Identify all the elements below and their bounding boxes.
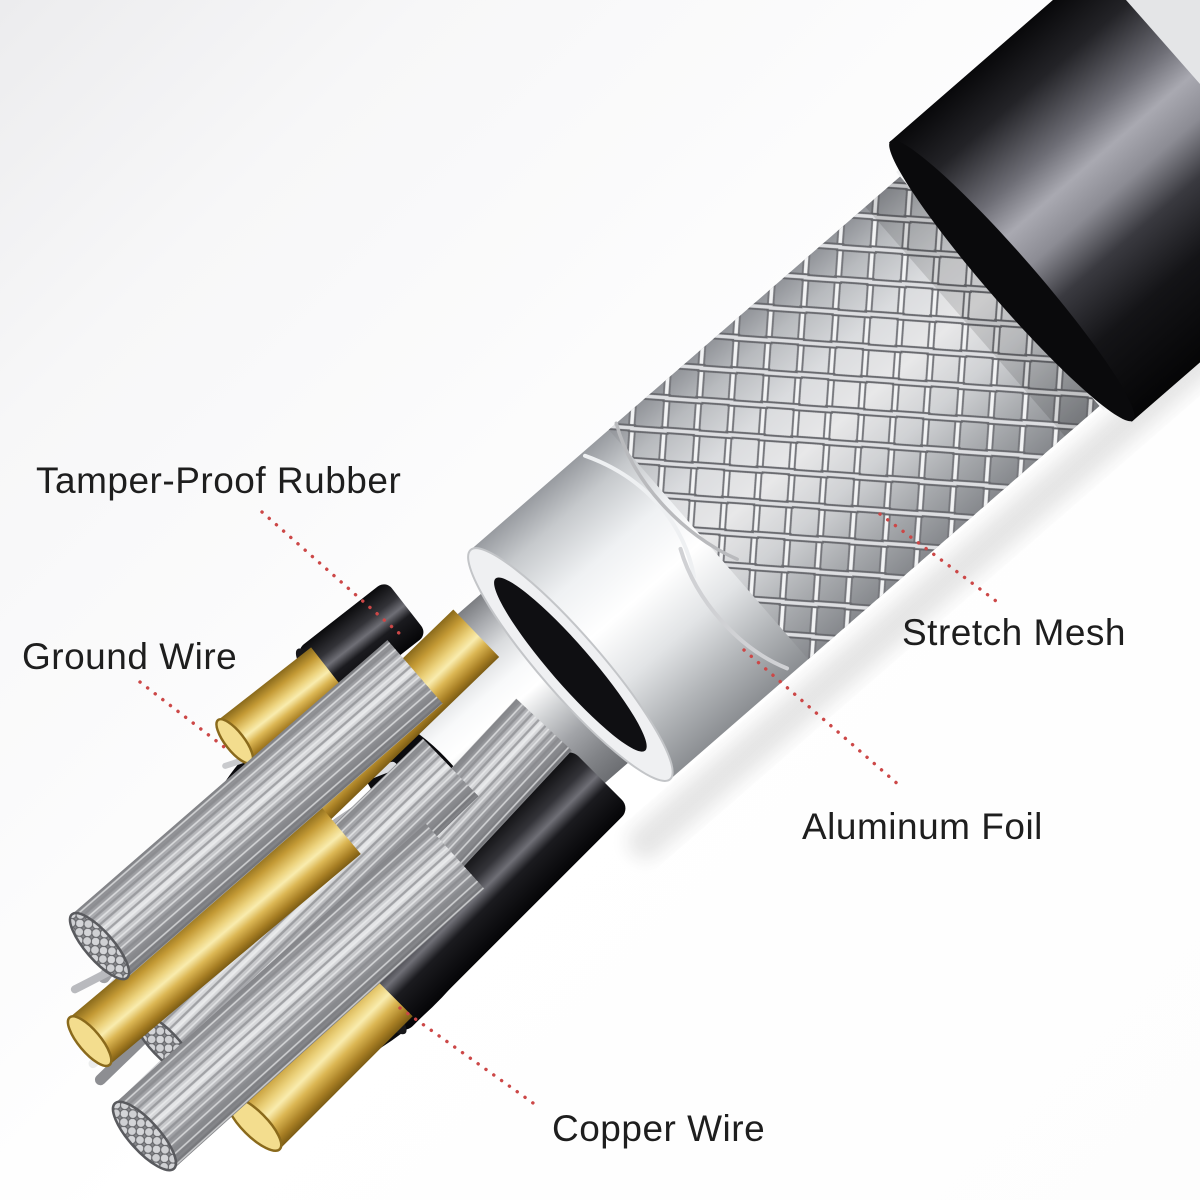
label-tamper-proof-rubber: Tamper-Proof Rubber bbox=[36, 460, 402, 501]
label-ground-wire: Ground Wire bbox=[22, 636, 238, 677]
corner-jacket-glimpse bbox=[1126, 0, 1200, 84]
copper-wire bbox=[226, 752, 626, 1152]
jacket-cut-edge bbox=[467, 547, 674, 782]
label-copper-wire: Copper Wire bbox=[552, 1108, 766, 1149]
leader-line-ground-wire bbox=[138, 680, 230, 752]
label-stretch-mesh: Stretch Mesh bbox=[902, 612, 1126, 653]
leader-line-tamper-proof-rubber bbox=[260, 510, 402, 636]
leader-line-aluminum-foil bbox=[742, 648, 902, 788]
mesh-frayed-wires bbox=[582, 421, 790, 671]
copper-wire-small bbox=[66, 806, 361, 1068]
label-aluminum-foil: Aluminum Foil bbox=[802, 806, 1043, 847]
leader-lines bbox=[138, 510, 1002, 1110]
leader-line-copper-wire bbox=[398, 1006, 542, 1110]
outer-black-sheath bbox=[888, 0, 1200, 422]
leader-line-stretch-mesh bbox=[878, 512, 1002, 606]
cable-shadow bbox=[628, 92, 1200, 860]
stranded-wire-4 bbox=[111, 823, 485, 1172]
stranded-wire-3 bbox=[68, 640, 443, 981]
stretch-mesh-layer bbox=[582, 173, 1103, 671]
ground-wire bbox=[215, 584, 424, 765]
